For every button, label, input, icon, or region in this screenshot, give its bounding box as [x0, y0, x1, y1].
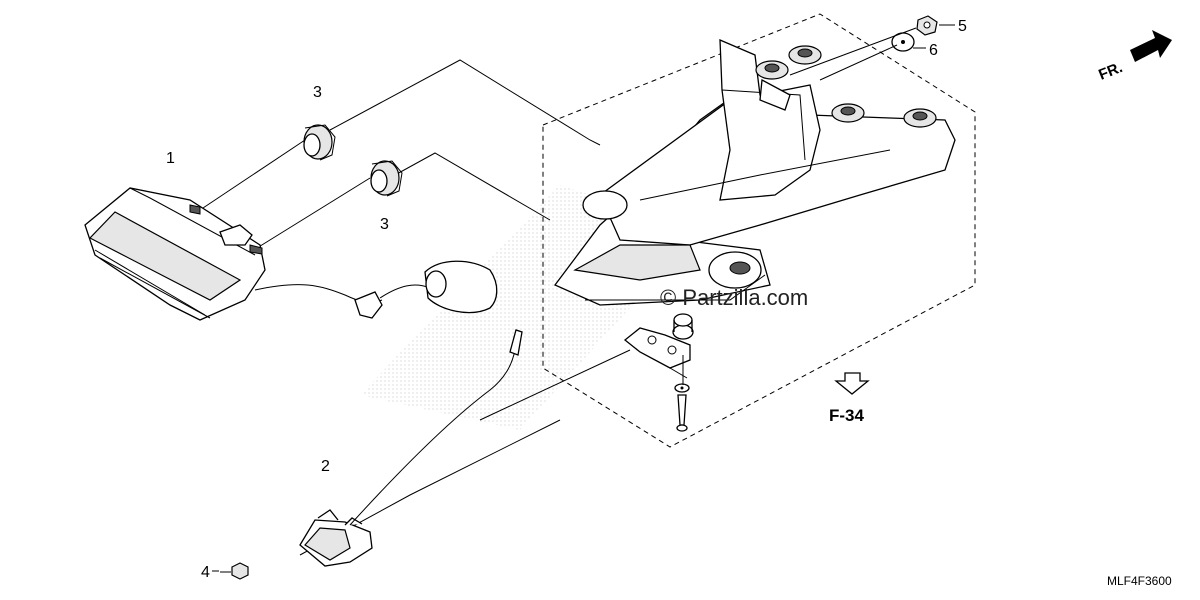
screw-part-4 — [220, 562, 249, 580]
callout-5: 5 — [958, 18, 967, 35]
page-reference: F-34 — [829, 406, 865, 425]
grommet-part-3-upper — [303, 124, 336, 161]
license-bracket — [623, 313, 694, 432]
callout-3-lower: 3 — [380, 216, 389, 233]
rear-fender-assembly — [553, 38, 956, 306]
watermark: © Partzilla.com — [660, 285, 808, 310]
nut-part-5 — [916, 15, 938, 36]
connector-cover — [424, 260, 498, 314]
assembly-outline — [542, 13, 976, 448]
callout-1: 1 — [166, 150, 175, 167]
reference-arrow-icon — [834, 372, 870, 395]
taillight-unit — [84, 187, 266, 321]
grommet-part-3-lower — [370, 160, 403, 197]
license-light-unit — [299, 509, 373, 567]
license-light-wire — [349, 349, 516, 526]
front-direction-arrow-icon — [1130, 30, 1172, 62]
callout-2: 2 — [321, 458, 330, 475]
diagram-code: MLF4F3600 — [1107, 574, 1172, 588]
callout-3-upper: 3 — [313, 84, 322, 101]
front-direction-label: FR. — [1096, 59, 1125, 84]
callout-6: 6 — [929, 42, 938, 59]
callout-4: 4 — [201, 564, 210, 581]
